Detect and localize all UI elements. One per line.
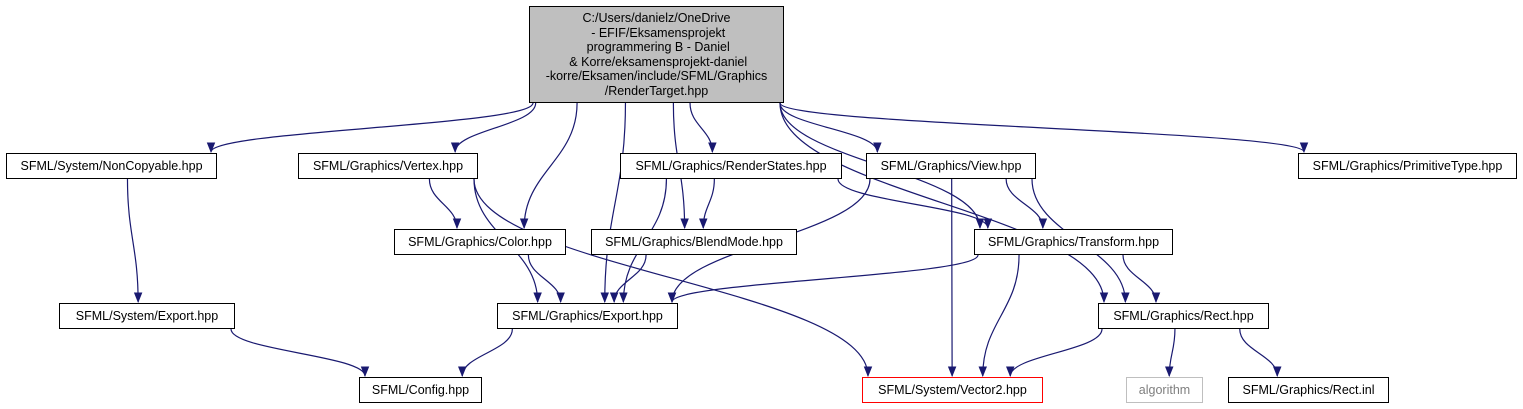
node-config[interactable]: SFML/Config.hpp [359,377,482,403]
edge-transform-to-vector2 [978,254,1020,378]
node-graphics-export[interactable]: SFML/Graphics/Export.hpp [497,303,678,329]
edge-vertex-to-vector2 [473,178,873,378]
node-transform[interactable]: SFML/Graphics/Transform.hpp [974,229,1173,255]
node-rect-inl[interactable]: SFML/Graphics/Rect.inl [1228,377,1389,403]
edge-root-to-graphics_export [600,102,627,304]
node-rect[interactable]: SFML/Graphics/Rect.hpp [1098,303,1269,329]
root-line-4: & Korre/eksamensprojekt-daniel [565,54,748,69]
root-line-2: - EFIF/Eksamensprojekt [587,25,726,40]
node-system-export[interactable]: SFML/System/Export.hpp [59,303,235,329]
edge-root-to-vertex [450,102,537,154]
edge-noncopyable-to-system_export [126,178,143,304]
node-primitivetype[interactable]: SFML/Graphics/PrimitiveType.hpp [1298,153,1517,179]
node-algorithm: algorithm [1126,377,1203,403]
edge-blendmode-to-graphics_export [609,254,647,304]
node-vertex[interactable]: SFML/Graphics/Vertex.hpp [298,153,478,179]
node-noncopyable[interactable]: SFML/System/NonCopyable.hpp [6,153,217,179]
edge-root-to-color [519,102,578,230]
root-line-3: programmering B - Daniel [583,40,730,54]
edge-renderstates-to-blendmode [698,178,715,230]
root-line-6: /RenderTarget.hpp [604,83,709,98]
edge-transform-to-rect [1122,254,1161,304]
node-blendmode[interactable]: SFML/Graphics/BlendMode.hpp [591,229,797,255]
node-vector2[interactable]: SFML/System/Vector2.hpp [862,377,1043,403]
edge-root-to-primitivetype [779,102,1309,154]
node-render-target-root: C:/Users/danielz/OneDrive - EFIF/Eksamen… [529,6,784,103]
edge-rect-to-algorithm [1164,328,1176,378]
edge-graphics_export-to-config [457,328,513,378]
edge-root-to-view [779,102,882,154]
node-renderstates[interactable]: SFML/Graphics/RenderStates.hpp [620,153,842,179]
edge-rect-to-vector2 [1005,328,1103,378]
edge-transform-to-graphics_export [667,254,979,304]
root-line-5: -korre/Eksamen/include/SFML/Graphics [545,69,768,83]
edge-root-to-rect [779,102,1109,304]
edge-color-to-graphics_export [527,254,565,304]
node-color[interactable]: SFML/Graphics/Color.hpp [394,229,566,255]
edge-rect-to-rect_inl [1239,328,1282,378]
root-line-1: C:/Users/danielz/OneDrive [582,11,731,25]
edge-root-to-renderstates [689,102,717,154]
edge-system_export-to-config [230,328,370,378]
node-view[interactable]: SFML/Graphics/View.hpp [866,153,1036,179]
edge-vertex-to-color [428,178,462,230]
edge-renderstates-to-transform [837,178,993,230]
edge-root-to-noncopyable [206,102,534,154]
edge-view-to-transform [1005,178,1048,230]
